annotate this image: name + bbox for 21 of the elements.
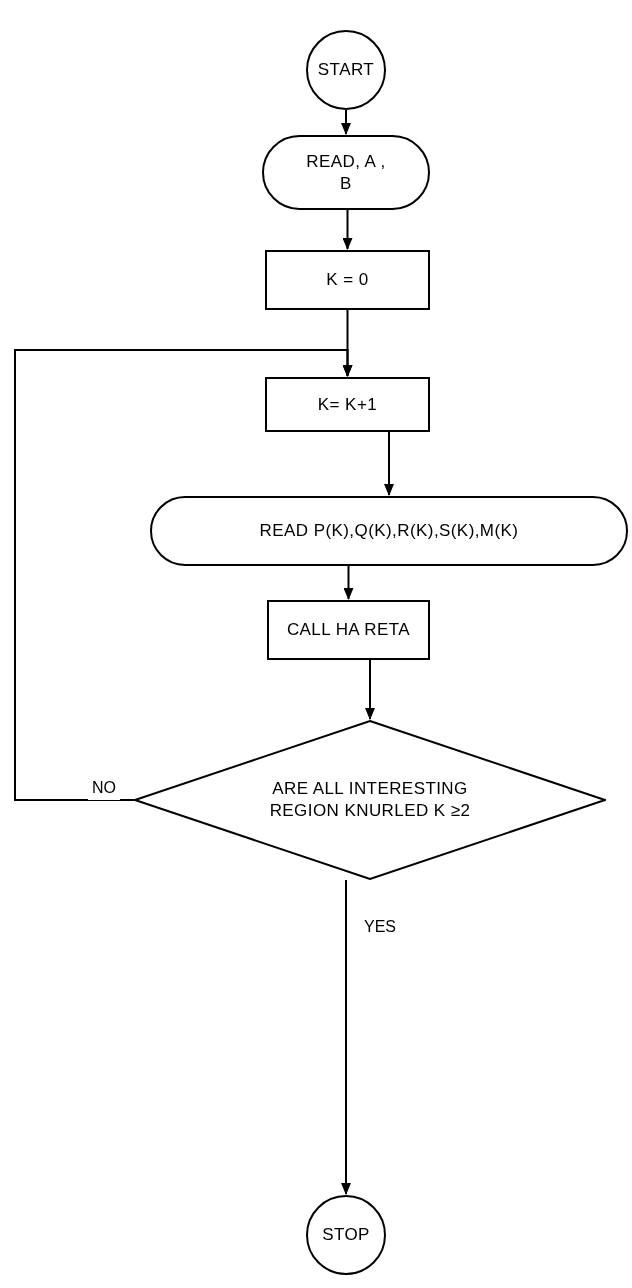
- arrow: [384, 431, 394, 496]
- node-text: STOP: [322, 1224, 370, 1246]
- process-box: [265, 377, 430, 432]
- arrow: [341, 109, 351, 135]
- arrow: [341, 879, 351, 1195]
- arrow: [14, 349, 353, 801]
- process-box: [267, 600, 430, 660]
- node-text: CALL HA RETA: [286, 619, 411, 641]
- arrow: [342, 209, 353, 250]
- node-text: K = 0: [326, 269, 369, 291]
- input-output-box: [150, 496, 628, 566]
- node-text: START: [317, 59, 375, 81]
- arrow: [365, 659, 375, 720]
- arrow: [343, 565, 354, 600]
- node-text: ARE ALL INTERESTING REGION KNURLED K ≥2: [268, 778, 472, 822]
- process-box: [265, 250, 430, 310]
- decision-diamond: [134, 720, 606, 880]
- node-text: READ, A , B: [305, 150, 387, 195]
- node-text: READ P(K),Q(K),R(K),S(K),M(K): [258, 520, 520, 542]
- node-text: K= K+1: [317, 393, 378, 416]
- input-output-box: [262, 135, 430, 210]
